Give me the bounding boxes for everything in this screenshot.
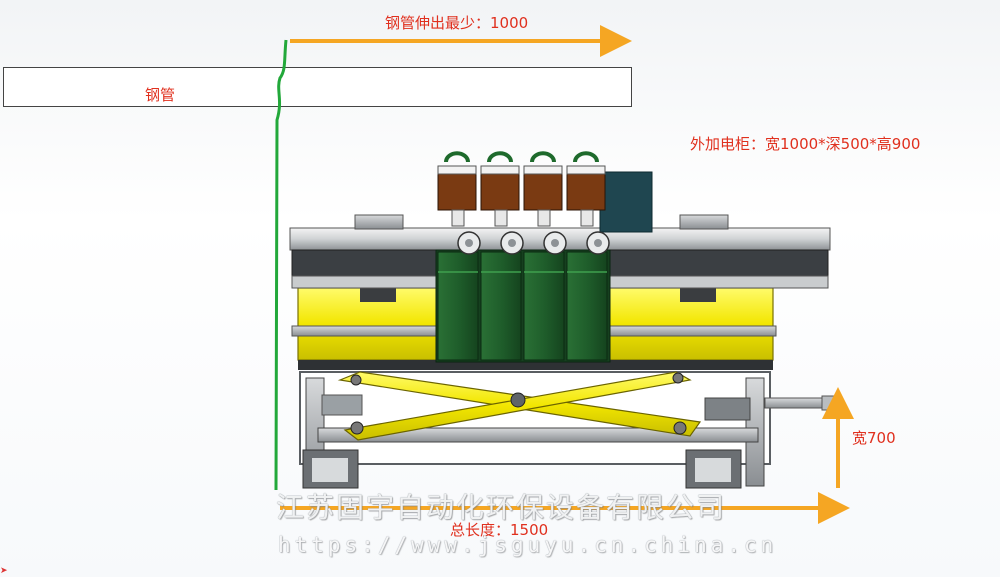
head-body xyxy=(480,251,522,361)
tube-label: 钢管 xyxy=(145,86,176,104)
width-label: 宽700 xyxy=(852,429,896,447)
guide-line xyxy=(274,39,288,491)
company-watermark: 江苏固宇自动化环保设备有限公司 xyxy=(276,491,727,524)
scissor-lift xyxy=(337,371,702,441)
head-shaft xyxy=(580,209,594,227)
roller-hub xyxy=(551,239,559,247)
corner-arrow-icon: ➤ xyxy=(0,566,8,576)
url-watermark: https://www.jsguyu.cn.china.cn xyxy=(278,533,778,557)
head-handle xyxy=(573,151,599,163)
steel-tube xyxy=(3,67,632,107)
head-handle xyxy=(487,151,513,163)
roller-hub xyxy=(508,239,516,247)
head-shaft xyxy=(537,209,551,227)
motor-cap xyxy=(437,165,477,175)
head-body xyxy=(523,251,565,361)
motor-cap xyxy=(566,165,606,175)
head-shaft xyxy=(451,209,465,227)
head-body xyxy=(437,251,479,361)
protrusion-label: 钢管伸出最少：1000 xyxy=(385,14,529,32)
total-length-label: 总长度：1500 xyxy=(450,521,549,539)
control-box xyxy=(599,171,653,233)
base-frame xyxy=(299,371,839,489)
head-handle xyxy=(444,151,470,163)
head-shaft xyxy=(494,209,508,227)
roller-hub xyxy=(594,239,602,247)
motor-cap xyxy=(480,165,520,175)
head-handle xyxy=(530,151,556,163)
welding-heads xyxy=(435,151,611,363)
cabinet-label: 外加电柜：宽1000*深500*高900 xyxy=(690,135,921,153)
head-body xyxy=(566,251,608,361)
roller-hub xyxy=(465,239,473,247)
motor-cap xyxy=(523,165,563,175)
